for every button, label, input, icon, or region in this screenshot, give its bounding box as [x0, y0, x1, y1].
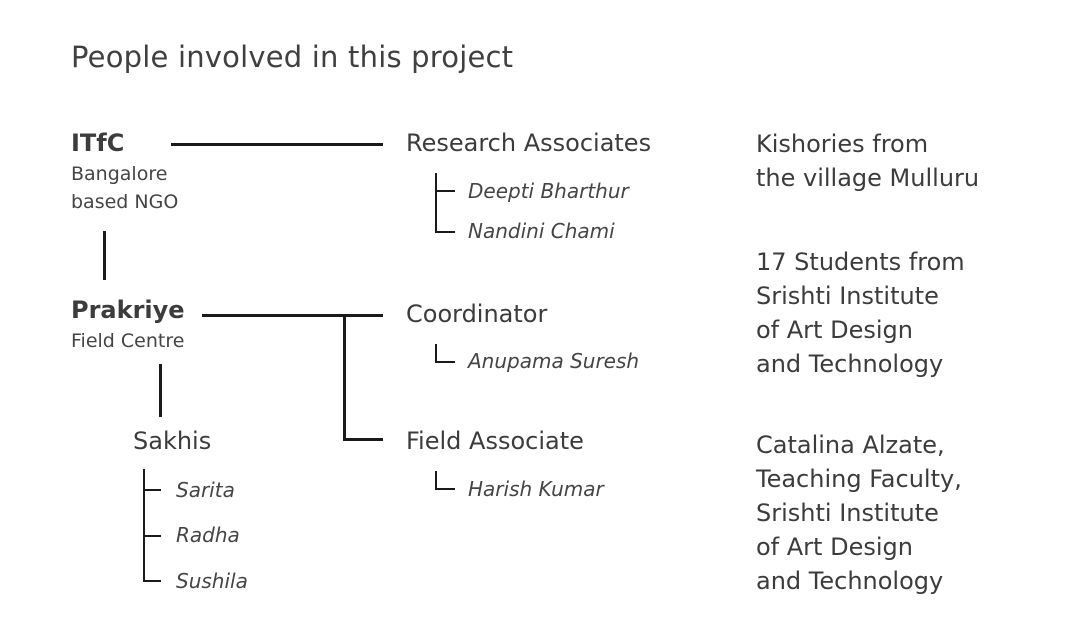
sakhi-member: Radha	[176, 523, 240, 547]
bracket-sakhis-vertical	[143, 469, 145, 582]
field-associate-label: Field Associate	[406, 427, 584, 455]
connector-branch-vertical	[343, 314, 346, 441]
coordinator-member: Anupama Suresh	[468, 349, 640, 373]
bracket-research-tick	[435, 190, 455, 192]
faculty-text: Catalina Alzate, Teaching Faculty, Srish…	[756, 431, 962, 595]
research-associate-member: Deepti Bharthur	[468, 179, 629, 203]
connector-prakriye-coordinator	[202, 314, 383, 317]
itfc-name: ITfC	[71, 129, 125, 157]
bracket-sakhis-tick	[143, 535, 161, 537]
kishories-text: Kishories from the village Mulluru	[756, 130, 980, 192]
sakhi-member: Sarita	[176, 478, 235, 502]
bracket-field-tick	[435, 488, 455, 490]
bracket-research-tick	[435, 231, 455, 233]
bracket-sakhis-tick	[143, 580, 161, 582]
research-associate-member: Nandini Chami	[468, 219, 615, 243]
bracket-coordinator-tick	[435, 361, 455, 363]
field-associate-member: Harish Kumar	[468, 477, 604, 501]
itfc-desc-line1: Bangalore	[71, 163, 168, 185]
sakhi-member: Sushila	[176, 569, 248, 593]
connector-itfc-prakriye	[103, 231, 106, 280]
bracket-coordinator-vertical	[435, 344, 437, 363]
itfc-desc-line2: based NGO	[71, 191, 179, 213]
students-text: 17 Students from Srishti Institute of Ar…	[756, 248, 965, 378]
bracket-sakhis-tick	[143, 489, 161, 491]
bracket-research-vertical	[435, 173, 437, 233]
prakriye-name: Prakriye	[71, 296, 185, 324]
bracket-field-vertical	[435, 471, 437, 490]
connector-field-associate	[343, 438, 383, 441]
research-associates-label: Research Associates	[406, 129, 652, 157]
sakhis-label: Sakhis	[133, 427, 212, 455]
connector-prakriye-sakhis	[159, 364, 162, 417]
page-title: People involved in this project	[71, 40, 514, 74]
connector-itfc-research	[171, 143, 383, 146]
coordinator-label: Coordinator	[406, 300, 548, 328]
prakriye-desc: Field Centre	[71, 330, 185, 352]
